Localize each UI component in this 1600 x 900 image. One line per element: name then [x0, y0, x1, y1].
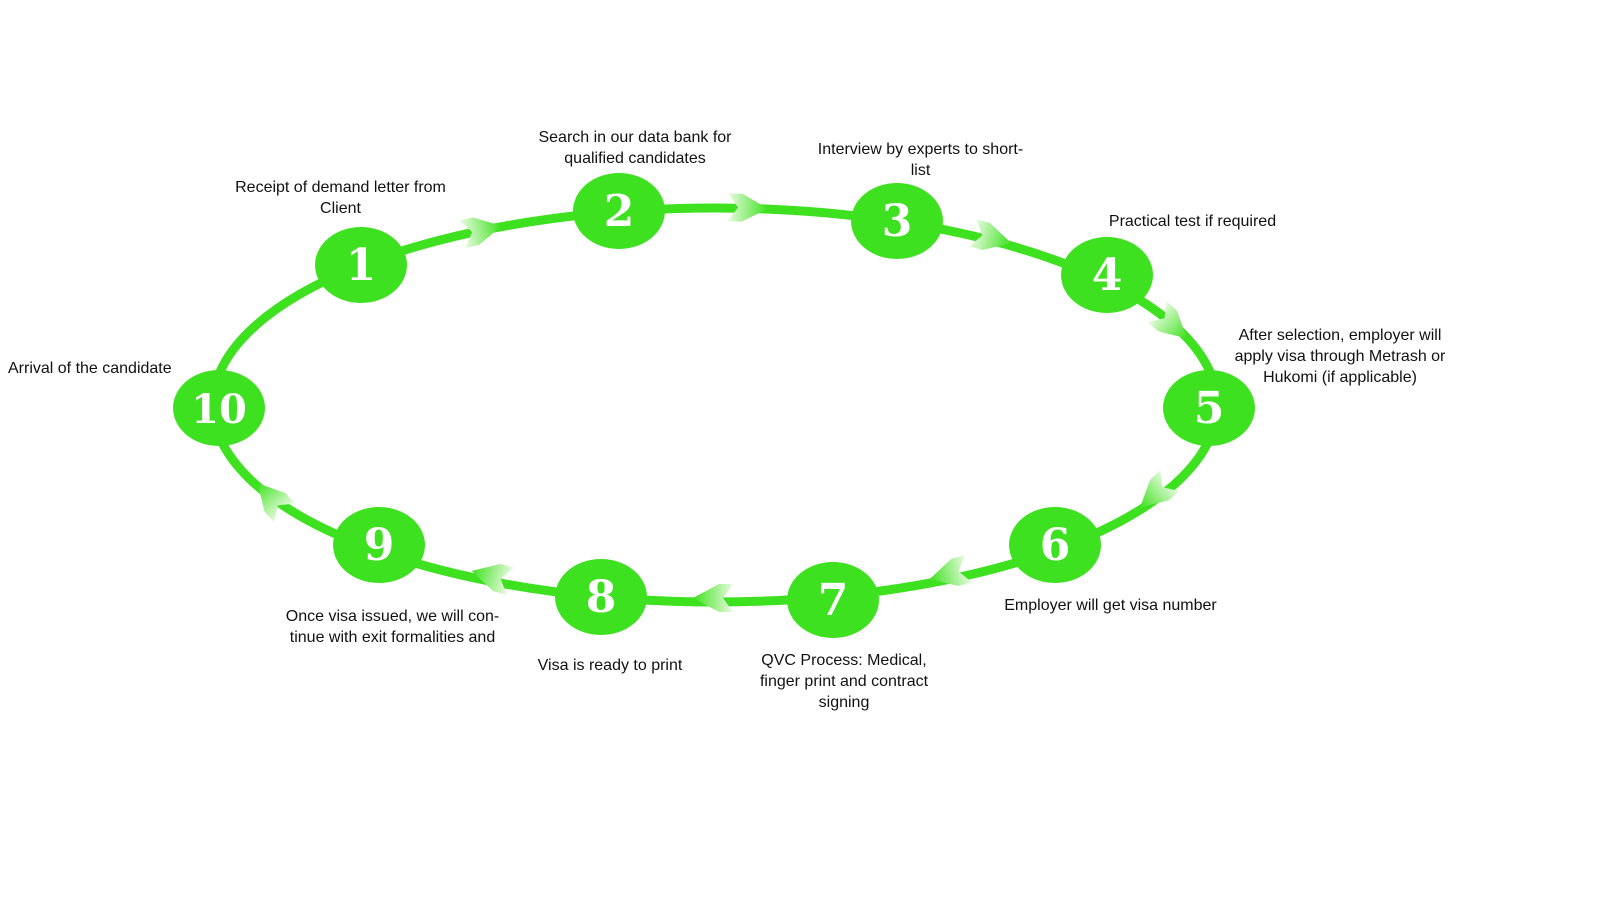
- step-1-node: 1: [315, 227, 407, 303]
- step-5-label: After selection, employer will apply vis…: [1234, 327, 1446, 386]
- step-10-node: 10: [173, 370, 265, 446]
- step-6-node: 6: [1009, 507, 1101, 583]
- flow-arrow-7-to-8: [693, 584, 733, 612]
- step-10-circle: [173, 370, 265, 446]
- step-5-node: 5: [1163, 370, 1255, 446]
- step-3-label: Interview by experts to short- list: [817, 141, 1024, 179]
- step-4-circle: [1061, 237, 1153, 313]
- step-9-node: 9: [333, 507, 425, 583]
- step-4-label: Practical test if required: [1108, 213, 1277, 230]
- step-7-circle: [787, 562, 879, 638]
- flow-arrow-8-to-9: [471, 564, 514, 595]
- step-1-circle: [315, 227, 407, 303]
- step-3-circle: [851, 183, 943, 259]
- step-1-number: 1: [346, 240, 377, 291]
- step-8-label: Visa is ready to print: [537, 657, 683, 674]
- flow-arrow-5-to-6: [1140, 470, 1180, 508]
- step-6-number: 6: [1040, 520, 1071, 571]
- flow-arrow-6-to-7: [929, 555, 972, 586]
- step-2-label: Search in our data bank for qualified ca…: [538, 129, 732, 167]
- step-1-label: Receipt of demand letter from Client: [235, 179, 446, 217]
- step-4-number: 4: [1092, 250, 1123, 301]
- step-10-number: 10: [191, 386, 247, 433]
- step-8-circle: [555, 559, 647, 635]
- flow-arrow-4-to-5: [1147, 301, 1187, 339]
- step-9-number: 9: [364, 520, 395, 571]
- step-7-label: QVC Process: Medical, finger print and c…: [759, 652, 929, 711]
- step-2-node: 2: [573, 173, 665, 249]
- flow-arrow-2-to-3: [727, 193, 768, 222]
- step-10-label: Arrival of the candidate: [8, 360, 172, 377]
- step-5-circle: [1163, 370, 1255, 446]
- step-8-number: 8: [586, 572, 617, 623]
- step-9-label: Once visa issued, we will con- tinue wit…: [285, 608, 500, 646]
- flow-arrow-1-to-2: [459, 217, 502, 248]
- step-6-label: Employer will get visa number: [1004, 597, 1217, 614]
- step-8-node: 8: [555, 559, 647, 635]
- step-3-node: 3: [851, 183, 943, 259]
- step-6-circle: [1009, 507, 1101, 583]
- step-2-number: 2: [604, 186, 635, 237]
- step-5-number: 5: [1194, 383, 1225, 434]
- step-7-number: 7: [818, 575, 849, 626]
- step-3-number: 3: [882, 196, 913, 247]
- flow-arrow-9-to-10: [257, 483, 295, 523]
- flow-arrow-3-to-4: [969, 219, 1012, 250]
- step-2-circle: [573, 173, 665, 249]
- step-7-node: 7: [787, 562, 879, 638]
- step-9-circle: [333, 507, 425, 583]
- step-4-node: 4: [1061, 237, 1153, 313]
